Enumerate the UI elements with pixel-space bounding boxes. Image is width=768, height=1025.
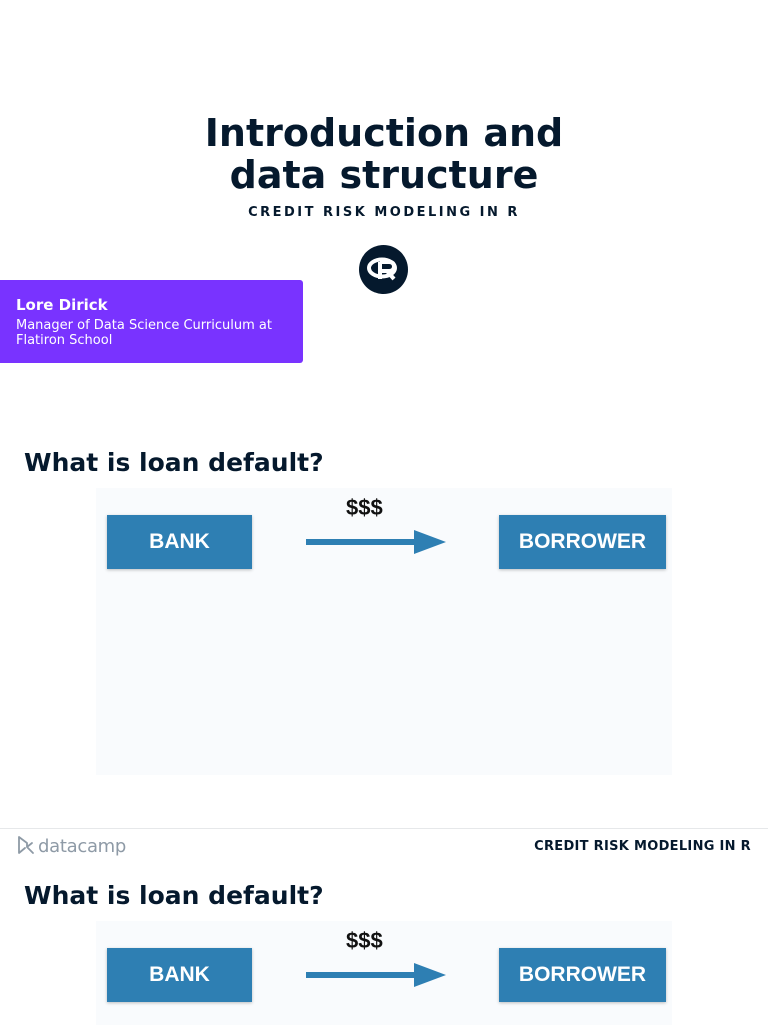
author-card: Lore Dirick Manager of Data Science Curr… xyxy=(0,280,303,363)
title-line-1: Introduction and xyxy=(204,111,564,155)
title-line-2: data structure xyxy=(229,153,539,197)
datacamp-logo: datacamp xyxy=(16,835,126,857)
datacamp-mark-icon xyxy=(18,836,34,854)
r-logo-icon xyxy=(359,245,408,294)
money-label: $$$ xyxy=(346,495,383,520)
author-role: Manager of Data Science Curriculum at Fl… xyxy=(16,318,272,348)
money-label: $$$ xyxy=(346,928,383,953)
slide-heading: What is loan default? xyxy=(24,448,324,477)
arrow-right-icon xyxy=(306,963,446,987)
course-title: Introduction and data structure xyxy=(0,112,768,196)
loan-default-slide-repeat: datacamp CREDIT RISK MODELING IN R What … xyxy=(0,828,768,1025)
bank-box: BANK xyxy=(107,948,252,1002)
course-name-header: CREDIT RISK MODELING IN R xyxy=(534,839,751,854)
loan-diagram: BANK $$$ BORROWER xyxy=(96,921,672,1025)
borrower-box: BORROWER xyxy=(499,515,666,569)
datacamp-wordmark: datacamp xyxy=(38,835,127,857)
bank-box: BANK xyxy=(107,515,252,569)
course-subtitle: CREDIT RISK MODELING IN R xyxy=(248,205,520,220)
loan-diagram: BANK $$$ BORROWER xyxy=(96,488,672,775)
slide-heading: What is loan default? xyxy=(24,881,324,910)
loan-default-slide: What is loan default? BANK $$$ BORROWER xyxy=(0,395,768,827)
arrow-right-icon xyxy=(306,530,446,554)
author-name: Lore Dirick xyxy=(16,296,108,314)
title-slide: Introduction and data structure CREDIT R… xyxy=(0,0,768,424)
borrower-box: BORROWER xyxy=(499,948,666,1002)
